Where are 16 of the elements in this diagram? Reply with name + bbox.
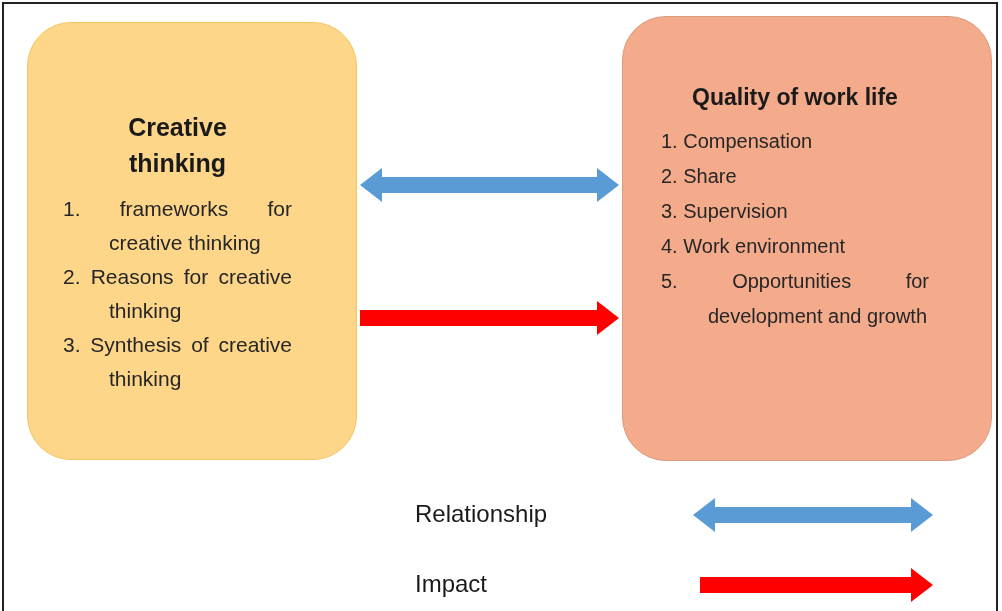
box-heading: Quality of work life — [691, 83, 899, 112]
list-item: 4. Work environment — [661, 234, 847, 260]
block-arrow — [360, 168, 619, 202]
legend-label: Relationship — [415, 502, 548, 526]
box-heading: Creative thinking — [127, 112, 228, 180]
list-item: 1. Compensation — [661, 129, 814, 155]
list-item: 5. Opportunities for development and growth — [661, 269, 929, 330]
rounded-box — [622, 16, 992, 461]
list-item: 3. Supervision — [661, 199, 789, 225]
legend-label: Impact — [415, 572, 488, 596]
block-arrow — [360, 301, 619, 335]
list-item: 2. Reasons for creative thinking — [63, 263, 292, 324]
list-item: 1. frameworks for creative thinking — [63, 195, 292, 256]
list-item: 3. Synthesis of creative thinking — [63, 331, 292, 392]
rounded-box — [27, 22, 357, 460]
list-item: 2. Share — [661, 164, 738, 190]
